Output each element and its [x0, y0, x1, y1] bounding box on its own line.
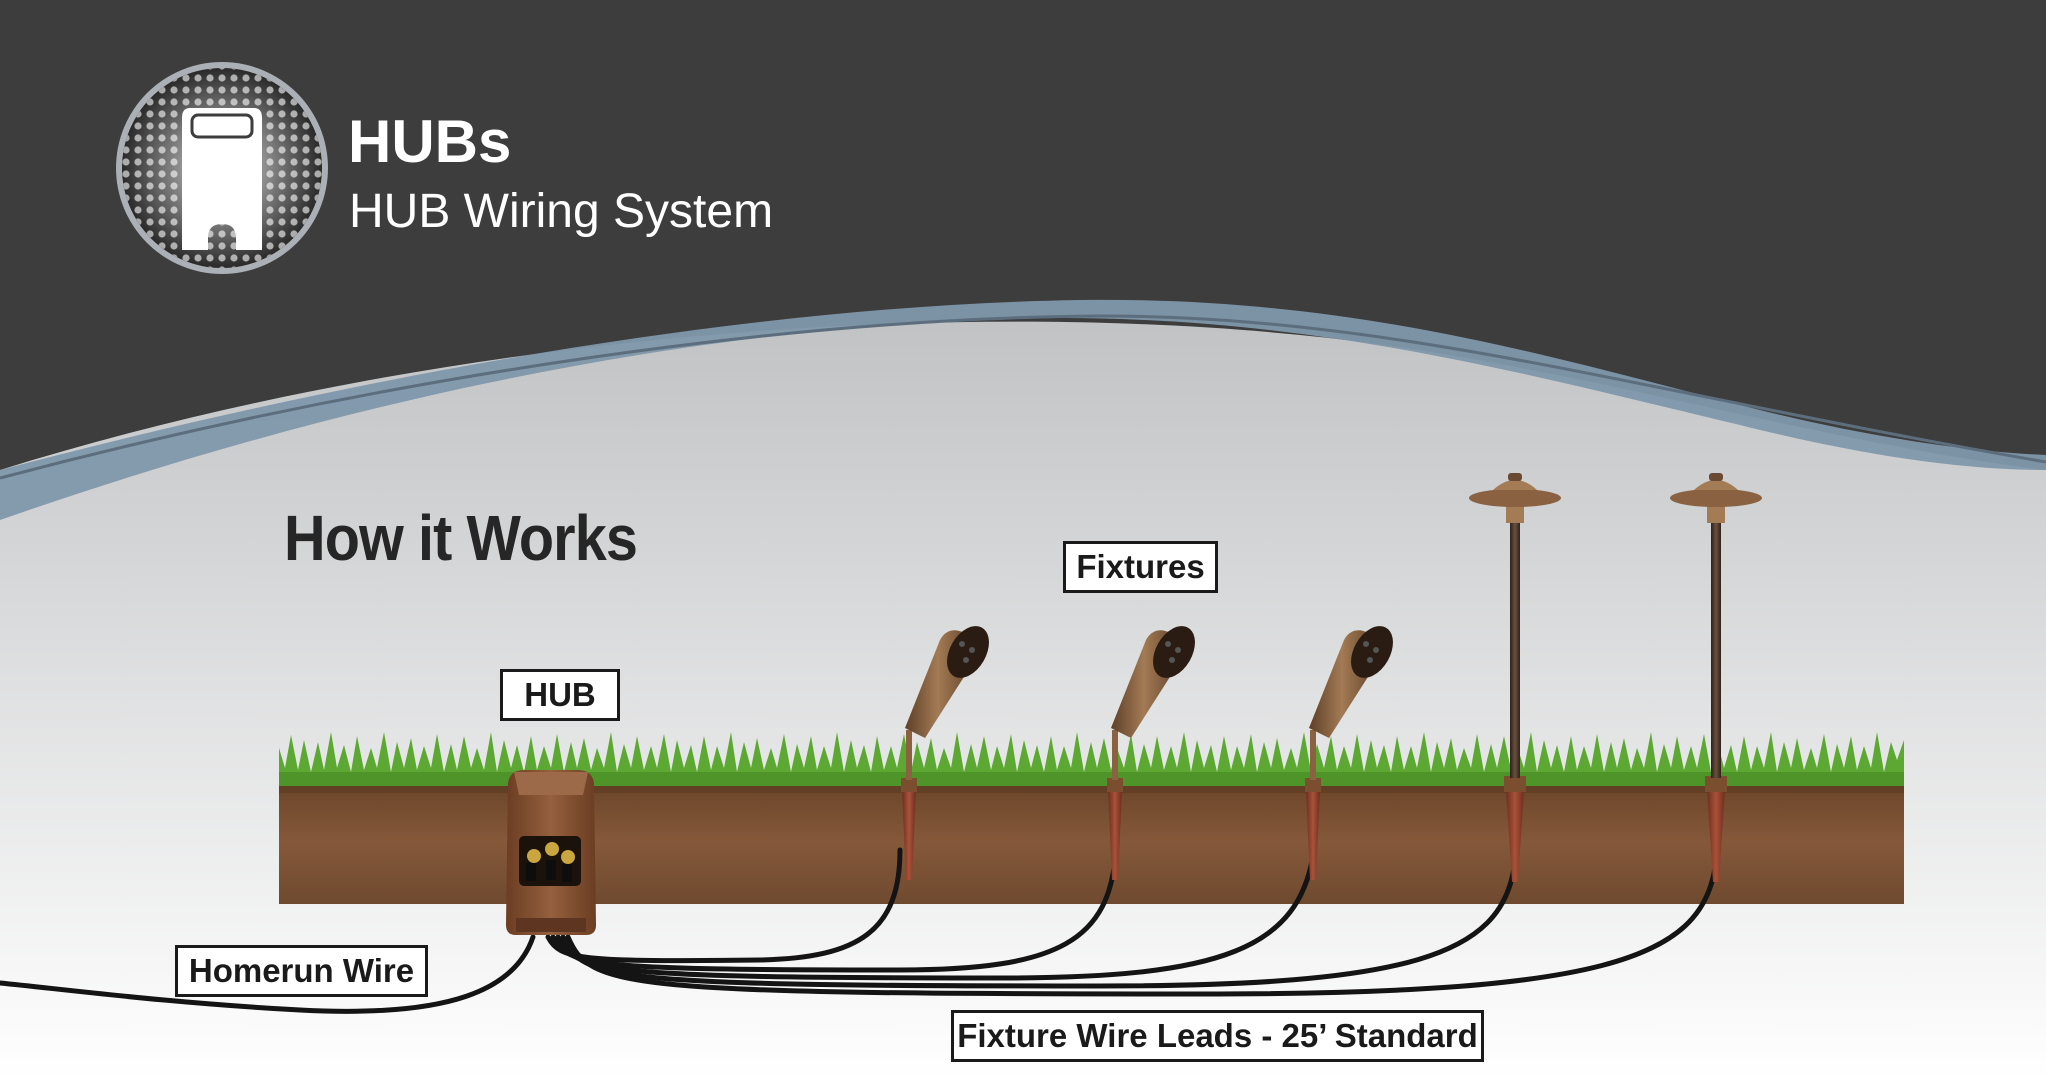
homerun-wire-label: Homerun Wire — [175, 945, 428, 997]
fixture-wire-leads-label: Fixture Wire Leads - 25’ Standard — [951, 1010, 1484, 1062]
wires — [0, 847, 1718, 1014]
path-light-fixture — [1469, 473, 1561, 882]
section-heading: How it Works — [284, 502, 638, 574]
page-subtitle: HUB Wiring System — [349, 185, 774, 238]
fixtures-label: Fixtures — [1063, 541, 1218, 593]
spotlight-fixture — [1107, 626, 1195, 880]
page-title: HUBs — [348, 108, 512, 175]
path-light-fixture — [1670, 473, 1762, 882]
header-swoosh-line — [0, 314, 2046, 480]
grass — [279, 732, 1904, 785]
fixture-wire-lead — [565, 865, 1718, 997]
hub-box-icon — [182, 108, 262, 250]
header-swoosh-accent — [0, 299, 2046, 520]
hub-logo — [116, 62, 328, 274]
spotlight-fixture — [1305, 626, 1393, 880]
spotlight-fixture — [901, 626, 989, 880]
header-band — [0, 0, 2046, 470]
homerun-wire — [0, 934, 536, 1014]
hub-box — [506, 770, 596, 935]
hub-label: HUB — [500, 669, 620, 721]
